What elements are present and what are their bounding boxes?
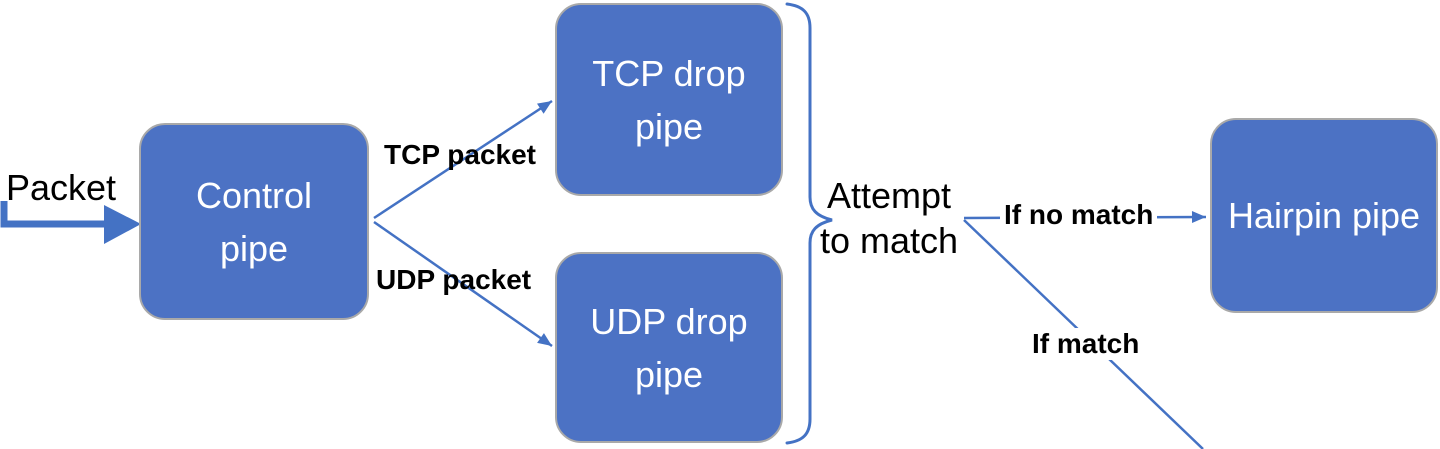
node-hairpin-pipe: Hairpin pipe <box>1210 118 1438 313</box>
if-match-label: If match <box>1028 328 1144 360</box>
branch-tcp-arrow <box>373 99 553 220</box>
packet-label: Packet <box>6 167 117 208</box>
tcp-packet-label: TCP packet <box>384 139 536 170</box>
node-tcp-drop-pipe: TCP drop pipe <box>555 3 783 196</box>
attempt-to-match-label: Attempt to match <box>819 175 959 261</box>
packet-arrow-head <box>104 205 141 244</box>
branch-udp-arrow <box>373 220 553 348</box>
if-no-match-label: If no match <box>1000 199 1158 231</box>
node-control-pipe: Control pipe <box>139 123 369 320</box>
grouping-brace <box>785 2 833 445</box>
udp-packet-label: UDP packet <box>376 264 532 295</box>
node-udp-drop-pipe: UDP drop pipe <box>555 252 783 443</box>
packet-arrow-line <box>0 201 106 228</box>
